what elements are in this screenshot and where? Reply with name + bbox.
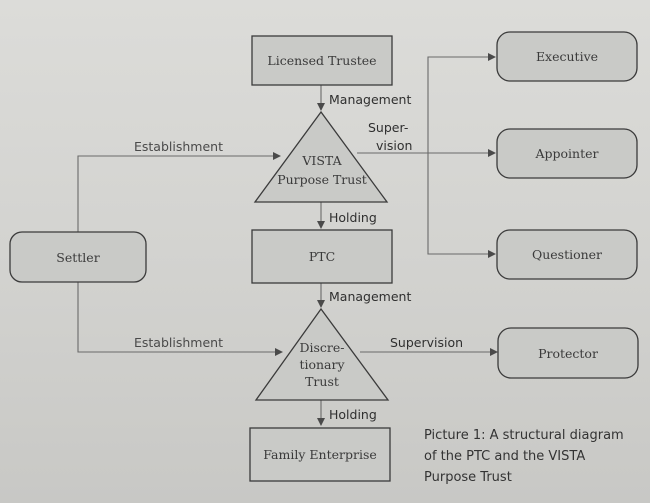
node-ptc-label: PTC [309, 249, 335, 264]
edge-label-supervision-top-1: Super- [368, 120, 408, 135]
caption-line-1: Picture 1: A structural diagram [424, 428, 624, 443]
edge-label-management-mid: Management [329, 289, 411, 304]
node-protector-label: Protector [538, 346, 598, 361]
caption-line-2: of the PTC and the VISTA [424, 449, 585, 464]
edge-settler-to-disc [77, 282, 283, 356]
connectors [77, 53, 498, 426]
node-licensed-trustee [251, 35, 393, 86]
node-disc-label-2: tionary [299, 357, 345, 372]
node-licensed-trustee-label: Licensed Trustee [267, 53, 376, 68]
edge-label-holding-bottom: Holding [329, 407, 377, 422]
edge-label-supervision-top-2: vision [376, 138, 412, 153]
node-settler [9, 231, 147, 283]
edge-trunk-to-questioner [427, 153, 496, 258]
node-disc-label-1: Discre- [299, 340, 344, 355]
node-disc-label-3: Trust [305, 374, 339, 389]
node-family-enterprise [249, 427, 391, 482]
edge-settler-to-vista [77, 152, 281, 232]
edge-label-establishment-top: Establishment [134, 139, 223, 154]
edge-label-management-top: Management [329, 92, 411, 107]
node-questioner [496, 229, 638, 280]
node-settler-label: Settler [56, 250, 99, 265]
edge-label-establishment-bottom: Establishment [134, 335, 223, 350]
node-appointer [496, 128, 638, 179]
edge-label-supervision-bottom: Supervision [390, 335, 463, 350]
edge-label-holding-top: Holding [329, 210, 377, 225]
caption-line-3: Purpose Trust [424, 470, 512, 485]
node-executive [496, 31, 638, 82]
node-vista-purpose-trust [253, 110, 389, 203]
node-protector [497, 327, 639, 379]
node-questioner-label: Questioner [532, 247, 602, 262]
node-ptc [251, 229, 393, 284]
node-family-enterprise-label: Family Enterprise [263, 447, 377, 462]
node-discretionary-trust [254, 307, 390, 401]
node-vista-label-1: VISTA [301, 153, 342, 168]
node-executive-label: Executive [536, 49, 598, 64]
edge-trunk-to-executive [427, 53, 496, 153]
node-vista-label-2: Purpose Trust [277, 172, 367, 187]
node-appointer-label: Appointer [534, 146, 598, 161]
